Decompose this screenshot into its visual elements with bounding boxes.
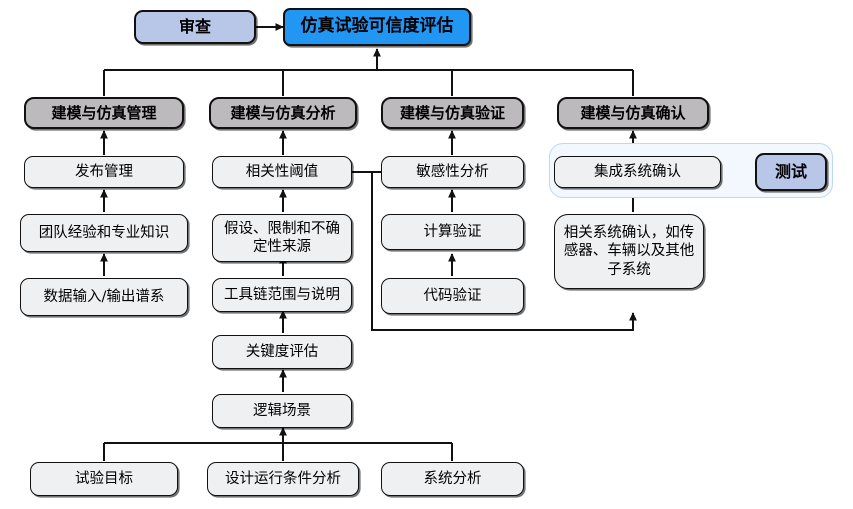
node-logical-scenario[interactable]: 逻辑场景	[212, 394, 352, 428]
node-label: 敏感性分析	[416, 163, 489, 180]
node-label: 相关性阈值	[245, 163, 319, 180]
node-system-analysis[interactable]: 系统分析	[381, 462, 524, 496]
node-label: 假设、限制和不确定性来源	[224, 220, 340, 255]
node-data-io-lineage[interactable]: 数据输入/输出谱系	[20, 278, 188, 316]
node-related-system-validation[interactable]: 相关系统确认，如传感器、车辆以及其他子系统	[554, 214, 704, 289]
node-computation-verification[interactable]: 计算验证	[381, 214, 524, 250]
node-assumptions-limits-uncertainty[interactable]: 假设、限制和不确定性来源	[212, 214, 352, 262]
category-box-management[interactable]: 建模与仿真管理	[24, 97, 184, 129]
node-team-experience[interactable]: 团队经验和专业知识	[20, 214, 188, 252]
node-label: 集成系统确认	[594, 163, 681, 180]
node-test-objective[interactable]: 试验目标	[30, 462, 178, 496]
node-toolchain-scope[interactable]: 工具链范围与说明	[212, 278, 352, 312]
review-label: 审查	[178, 17, 211, 36]
category-box-analysis[interactable]: 建模与仿真分析	[209, 97, 357, 129]
test-box[interactable]: 测试	[755, 153, 827, 191]
node-label: 代码验证	[423, 287, 482, 304]
node-label: 逻辑场景	[253, 402, 311, 419]
node-label: 相关系统确认，如传感器、车辆以及其他子系统	[563, 225, 695, 278]
category-label: 建模与仿真分析	[230, 103, 336, 122]
category-box-verification[interactable]: 建模与仿真验证	[381, 97, 524, 129]
category-label: 建模与仿真管理	[51, 103, 157, 122]
test-label: 测试	[774, 162, 807, 181]
title-label: 仿真试验可信度评估	[300, 16, 454, 37]
node-label: 团队经验和专业知识	[38, 224, 170, 241]
node-label: 数据输入/输出谱系	[43, 288, 165, 305]
node-integrated-system-validation[interactable]: 集成系统确认	[554, 156, 721, 188]
node-release-management[interactable]: 发布管理	[24, 156, 184, 188]
node-label: 设计运行条件分析	[225, 470, 341, 487]
title-box[interactable]: 仿真试验可信度评估	[283, 8, 471, 46]
category-box-validation[interactable]: 建模与仿真确认	[557, 97, 709, 129]
node-label: 发布管理	[75, 163, 133, 180]
node-label: 试验目标	[75, 470, 133, 487]
node-odd-analysis[interactable]: 设计运行条件分析	[207, 462, 359, 496]
node-label: 系统分析	[423, 470, 482, 487]
review-box[interactable]: 审查	[134, 10, 256, 44]
node-sensitivity-analysis[interactable]: 敏感性分析	[381, 156, 524, 188]
node-label: 计算验证	[423, 223, 482, 240]
category-label: 建模与仿真验证	[399, 103, 505, 122]
node-label: 工具链范围与说明	[224, 286, 340, 303]
node-label: 关键度评估	[245, 343, 319, 360]
node-relevance-threshold[interactable]: 相关性阈值	[212, 156, 352, 188]
node-code-verification[interactable]: 代码验证	[381, 278, 524, 314]
category-label: 建模与仿真确认	[580, 103, 686, 122]
node-criticality-assessment[interactable]: 关键度评估	[212, 335, 352, 369]
